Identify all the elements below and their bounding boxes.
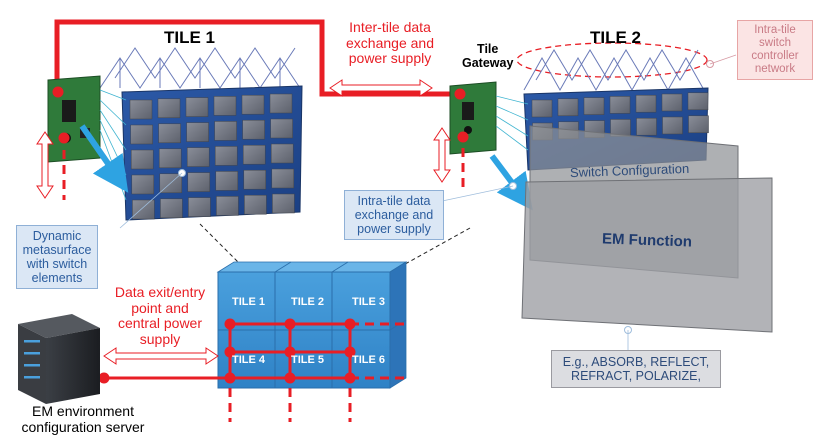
metasurface-cell <box>187 172 211 192</box>
metasurface-cell <box>269 93 293 114</box>
intra-tile-data-label: Intra-tile data exchange and power suppl… <box>344 190 444 240</box>
metasurface-cell <box>131 174 155 195</box>
tile-1-switch-wires <box>99 47 301 89</box>
metasurface-cell <box>270 118 293 139</box>
metasurface-cell <box>635 94 657 113</box>
metasurface-cell <box>216 196 239 216</box>
grid-tile-1-label: TILE 1 <box>232 296 266 308</box>
metasurface-cell <box>244 194 267 215</box>
metasurface-cell <box>158 148 182 169</box>
metasurface-cell <box>557 98 579 117</box>
metasurface-cell <box>186 147 210 167</box>
metasurface-cell <box>158 123 181 144</box>
grid-tile-3-label: TILE 3 <box>352 296 386 308</box>
tile-2-cells <box>531 92 709 141</box>
metasurface-cell <box>243 169 267 190</box>
intra-tile-switch-label: Intra-tile switch controller network <box>737 20 813 80</box>
metasurface-cell <box>242 144 266 165</box>
metasurface-cell <box>130 124 153 145</box>
server-icon <box>18 314 100 404</box>
metasurface-cell <box>186 122 209 142</box>
inter-tile-label: Inter-tile data exchange and power suppl… <box>346 19 434 67</box>
metasurface-cell <box>185 97 209 117</box>
metasurface-cell <box>160 198 183 219</box>
dynamic-metasurface-label: Dynamic metasurface with switch elements <box>16 225 98 289</box>
metasurface-cell <box>662 116 683 135</box>
tile-2-switch-wires <box>523 49 705 92</box>
em-function-layer <box>521 177 773 333</box>
metasurface-cell <box>130 149 154 170</box>
grid-tile-4-label: TILE 4 <box>232 354 266 366</box>
metasurface-cell <box>661 93 683 112</box>
metasurface-cell <box>636 117 657 136</box>
tile-1-updown-arrow <box>36 131 54 199</box>
metasurface-cell <box>270 143 294 164</box>
tile-2-blue-arrow <box>489 154 533 211</box>
data-exit-label: Data exit/entry point and central power … <box>114 284 206 348</box>
metasurface-cell <box>531 99 553 118</box>
inter-tile-double-arrow <box>329 79 433 97</box>
metasurface-cell <box>583 97 605 115</box>
metasurface-cell <box>271 168 295 189</box>
em-function-text: EM Function <box>601 230 693 251</box>
metasurface-cell <box>215 171 239 191</box>
tile-gateway-label: Tile Gateway <box>462 42 514 70</box>
inter-tile-bus <box>54 19 458 97</box>
metasurface-cell <box>129 99 153 120</box>
grid-tile-2-label: TILE 2 <box>291 296 325 308</box>
tile-1-cells <box>129 93 295 220</box>
grid-tile-5-label: TILE 5 <box>291 354 325 366</box>
grid-power-bus <box>98 318 410 422</box>
em-examples-label: E.g., ABSORB, REFLECT, REFRACT, POLARIZE… <box>551 350 721 388</box>
metasurface-cell <box>132 199 155 220</box>
tile-2-group <box>427 42 773 350</box>
tile-1-blue-arrow <box>79 124 129 193</box>
metasurface-cell <box>213 96 237 116</box>
grid-tile-6-label: TILE 6 <box>352 354 386 366</box>
metasurface-cell <box>188 197 211 217</box>
metasurface-cell <box>688 115 709 134</box>
metasurface-cell <box>242 119 265 140</box>
switch-network-ellipse <box>516 42 708 78</box>
tile-2-updown-arrow <box>433 127 451 183</box>
tile-grid <box>216 261 408 389</box>
metasurface-cell <box>687 92 709 111</box>
metasurface-cell <box>157 98 181 119</box>
metasurface-cell <box>609 96 631 114</box>
metasurface-cell <box>241 94 265 115</box>
tile-2-title: TILE 2 <box>590 28 642 47</box>
tile-1-group <box>36 47 303 229</box>
metasurface-cell <box>214 121 237 141</box>
server-label: EM environment configuration server <box>21 403 145 435</box>
tile-1-title: TILE 1 <box>164 28 216 47</box>
metasurface-cell <box>272 193 295 214</box>
metasurface-cell <box>214 146 238 166</box>
server-double-arrow <box>103 347 219 365</box>
